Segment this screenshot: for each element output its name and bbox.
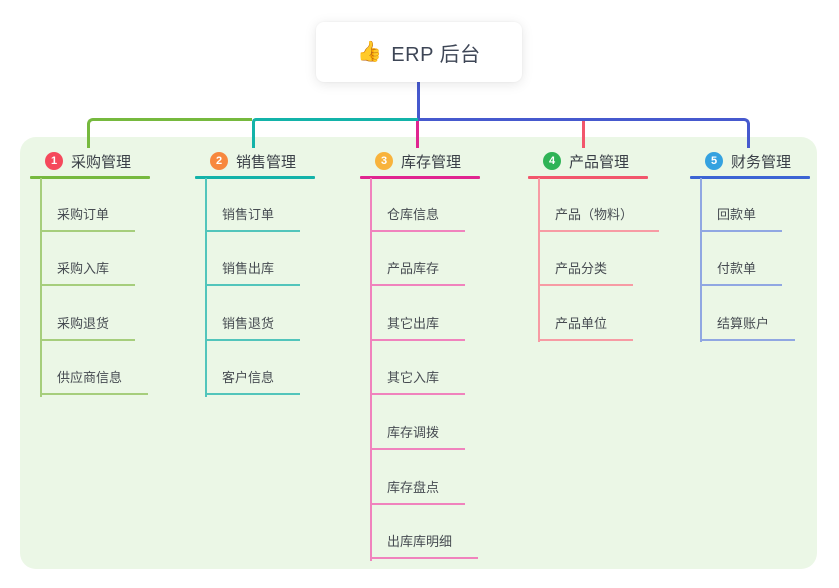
leaf-node: 产品分类 <box>538 232 659 287</box>
badge-5-icon: 5 <box>705 152 723 170</box>
leaf-node-other-inbound[interactable]: 其它入库 <box>370 367 466 396</box>
leaf-node: 产品单位 <box>538 286 659 341</box>
leaf-node-stock-transfer[interactable]: 库存调拨 <box>370 422 466 450</box>
leaf-node: 销售订单 <box>205 177 301 232</box>
leaf-node: 产品库存 <box>370 232 478 287</box>
branch-node-product[interactable]: 4 产品管理 <box>528 150 629 172</box>
branch-label: 销售管理 <box>236 153 297 171</box>
branch-vertical-connector <box>538 178 540 342</box>
badge-1-icon: 1 <box>45 152 63 170</box>
leaf-node-sales-order[interactable]: 销售订单 <box>205 204 301 232</box>
leaf-node: 客户信息 <box>205 341 301 396</box>
thumbs-up-icon: 👍 <box>357 41 383 63</box>
leaf-node: 产品（物料） <box>538 177 660 232</box>
branch-node-sales[interactable]: 2 销售管理 <box>195 150 296 172</box>
leaf-node-product-stock[interactable]: 产品库存 <box>370 258 466 287</box>
leaf-node-outbound-detail[interactable]: 出库库明细 <box>370 531 479 560</box>
branch-underline <box>690 176 810 179</box>
leaf-node-sales-return[interactable]: 销售退货 <box>205 313 301 341</box>
branch-vertical-connector <box>205 178 207 397</box>
leaf-node: 其它出库 <box>370 286 478 341</box>
branch-vertical-connector <box>700 178 702 342</box>
branch-node-purchase[interactable]: 1 采购管理 <box>30 150 131 172</box>
leaf-node-product-category[interactable]: 产品分类 <box>538 258 634 287</box>
badge-2-icon: 2 <box>210 152 228 170</box>
badge-3-icon: 3 <box>375 152 393 170</box>
branch-underline <box>30 176 150 179</box>
leaf-node-purchase-inbound[interactable]: 采购入库 <box>40 258 136 287</box>
branches-background-panel <box>20 137 817 569</box>
branch-label: 财务管理 <box>731 153 792 171</box>
connector-bus-sales <box>252 118 418 148</box>
leaf-node: 供应商信息 <box>40 341 149 396</box>
connector-drop-product <box>582 121 585 148</box>
leaf-node-product-unit[interactable]: 产品单位 <box>538 313 634 341</box>
leaf-node-warehouse-info[interactable]: 仓库信息 <box>370 204 466 232</box>
leaf-node: 采购入库 <box>40 232 148 287</box>
leaf-node: 付款单 <box>700 232 795 287</box>
badge-4-icon: 4 <box>543 152 561 170</box>
branch-vertical-connector <box>40 178 42 397</box>
connector-bus-purchase <box>87 118 252 148</box>
branch-label: 产品管理 <box>569 153 630 171</box>
root-node-title: ERP 后台 <box>391 43 481 66</box>
leaf-node: 销售出库 <box>205 232 301 287</box>
connector-drop-inventory <box>416 121 419 148</box>
branch-node-finance[interactable]: 5 财务管理 <box>690 150 791 172</box>
branch-underline <box>528 176 648 179</box>
branch-vertical-connector <box>370 178 372 561</box>
leaf-node-stock-count[interactable]: 库存盘点 <box>370 477 466 505</box>
leaf-node-receipt-order[interactable]: 回款单 <box>700 204 783 232</box>
leaf-node: 采购订单 <box>40 177 148 232</box>
leaf-node: 回款单 <box>700 177 795 232</box>
leaf-node-purchase-return[interactable]: 采购退货 <box>40 313 136 341</box>
connector-root-stem <box>417 82 420 120</box>
leaf-node-product-material[interactable]: 产品（物料） <box>538 204 660 232</box>
leaf-node: 销售退货 <box>205 286 301 341</box>
branch-label: 库存管理 <box>401 153 462 171</box>
leaf-node-supplier-info[interactable]: 供应商信息 <box>40 367 149 396</box>
leaf-node-sales-outbound[interactable]: 销售出库 <box>205 258 301 287</box>
leaf-node: 出库库明细 <box>370 505 479 560</box>
branch-underline <box>360 176 480 179</box>
leaf-node-payment-order[interactable]: 付款单 <box>700 258 783 287</box>
leaf-node-other-outbound[interactable]: 其它出库 <box>370 313 466 341</box>
leaf-node-purchase-order[interactable]: 采购订单 <box>40 204 136 232</box>
leaf-node: 采购退货 <box>40 286 148 341</box>
leaf-node-settlement-account[interactable]: 结算账户 <box>700 313 796 341</box>
leaf-node: 库存调拨 <box>370 395 478 450</box>
branch-underline <box>195 176 315 179</box>
connector-bus-finance <box>418 118 750 148</box>
leaf-node: 其它入库 <box>370 341 478 396</box>
leaf-node: 仓库信息 <box>370 177 478 232</box>
leaf-node: 结算账户 <box>700 286 796 341</box>
branch-label: 采购管理 <box>71 153 132 171</box>
leaf-node: 库存盘点 <box>370 450 478 505</box>
leaf-node-customer-info[interactable]: 客户信息 <box>205 367 301 396</box>
branch-node-inventory[interactable]: 3 库存管理 <box>360 150 461 172</box>
root-node-erp-backend[interactable]: 👍 ERP 后台 <box>316 22 522 82</box>
